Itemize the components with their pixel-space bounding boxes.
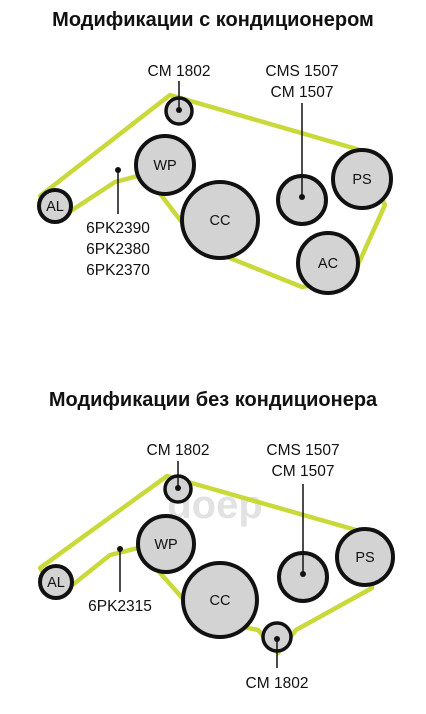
pulley-al-label: AL <box>46 199 64 215</box>
pulley-al-2-label: AL <box>47 575 65 591</box>
leader-belt-2-dot <box>117 546 123 552</box>
idler-top-label: CM 1802 <box>147 442 210 459</box>
leader-idler-bottom-dot <box>274 636 280 642</box>
pulley-ps <box>331 148 393 210</box>
pulley-wp-2-label: WP <box>154 537 177 553</box>
pulley-ps-2 <box>335 527 395 587</box>
leader-tensioner-2-dot <box>300 571 306 577</box>
pulley-wp <box>134 134 196 196</box>
pulley-al-2 <box>38 564 74 600</box>
pulley-ps-label: PS <box>352 172 371 188</box>
leader-tensioner-dot <box>299 194 305 200</box>
belt-label-1: 6PK2390 <box>86 220 150 237</box>
pulley-cc-label: CC <box>210 213 231 229</box>
belt-label-2: 6PK2380 <box>86 241 150 258</box>
diagram-without-ac: doep WP CC PS AL CM 1802 CMS 1507 CM 150… <box>37 442 395 692</box>
pulley-cc-2-label: CC <box>210 593 231 609</box>
pulley-wp-label: WP <box>153 158 176 174</box>
belt-2-label: 6PK2315 <box>88 598 152 615</box>
pulley-cc <box>180 180 260 260</box>
tensioner-2-label-1: CMS 1507 <box>266 442 339 459</box>
leader-idler-dot <box>176 107 182 113</box>
leader-idler-top-dot <box>175 485 181 491</box>
pulley-ps-2-label: PS <box>355 550 374 566</box>
tensioner-label-1: CMS 1507 <box>265 63 338 80</box>
diagram-with-ac: WP CC PS AC AL CM 1802 CMS 1507 CM 1507 … <box>37 63 393 295</box>
pulley-ac-label: AC <box>318 256 338 272</box>
tensioner-2-label-2: CM 1507 <box>272 463 335 480</box>
idler-label: CM 1802 <box>148 63 211 80</box>
title-with-ac: Модификации с кондиционером <box>52 9 374 31</box>
belt-label-3: 6PK2370 <box>86 262 150 279</box>
pulley-ac <box>296 231 360 295</box>
tensioner-label-2: CM 1507 <box>271 84 334 101</box>
leader-belt-dot <box>115 167 121 173</box>
pulley-al <box>37 188 73 224</box>
pulley-wp-2 <box>136 514 196 574</box>
title-without-ac: Модификации без кондиционера <box>48 389 378 411</box>
idler-bottom-label: CM 1802 <box>246 675 309 692</box>
pulley-cc-2 <box>181 561 259 639</box>
